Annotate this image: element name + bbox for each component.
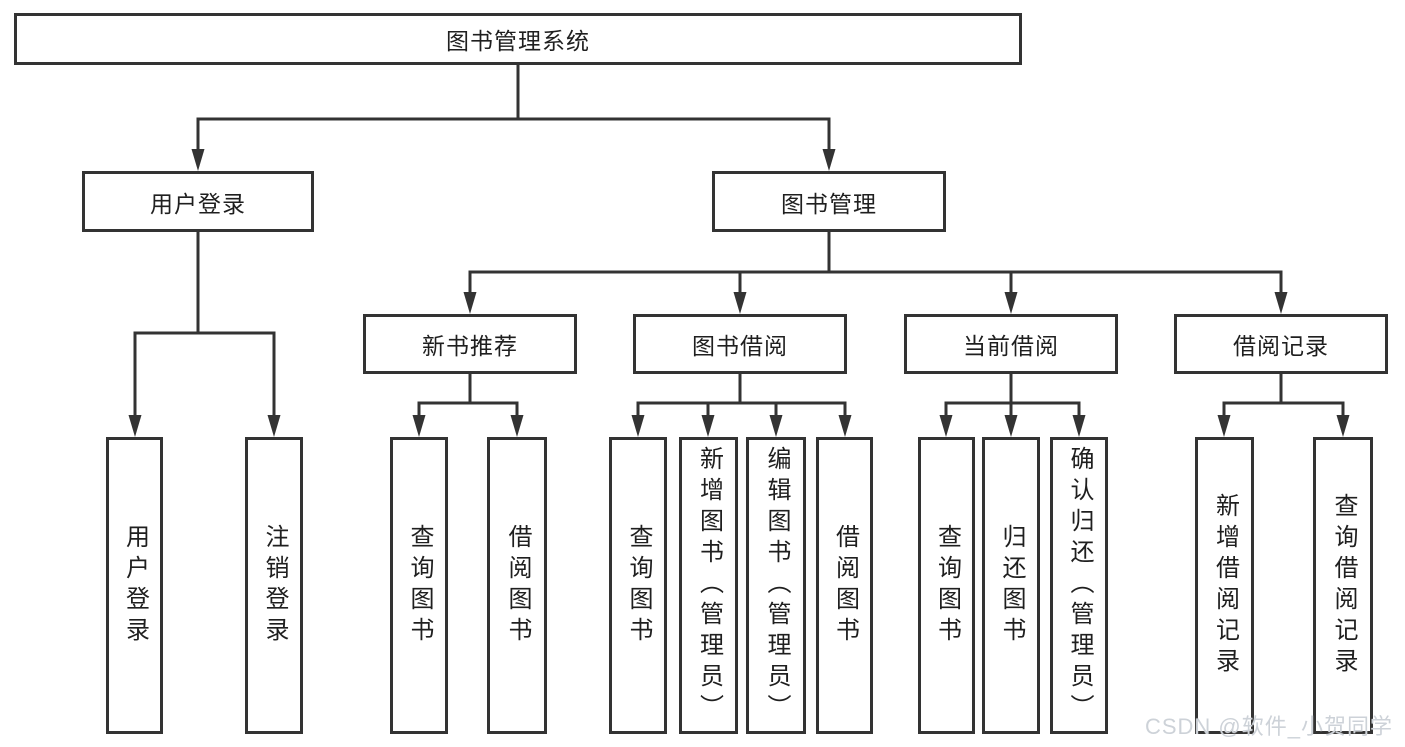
node-user-login: 用户登录	[82, 171, 314, 232]
node-book-management: 图书管理	[712, 171, 946, 232]
node-label: 借阅图书	[831, 523, 859, 648]
node-label: 注销登录	[261, 523, 288, 648]
node-label: 编辑图书（管理员）	[763, 446, 790, 725]
leaf-borrow-books-recommend: 借阅图书	[487, 437, 547, 734]
node-label: 用户登录	[150, 190, 246, 217]
node-label: 借阅图书	[504, 523, 531, 648]
node-label: 查询图书	[625, 523, 652, 648]
leaf-borrow-books: 借阅图书	[816, 437, 873, 734]
leaf-user-login: 用户登录	[106, 437, 163, 734]
leaf-logout: 注销登录	[245, 437, 303, 734]
node-label: 图书借阅	[692, 333, 788, 359]
leaf-add-books-admin: 新增图书（管理员）	[679, 437, 738, 734]
node-label: 图书管理	[781, 190, 877, 217]
leaf-return-books: 归还图书	[982, 437, 1040, 734]
node-label: 新增借阅记录	[1211, 492, 1239, 679]
leaf-add-borrow-record: 新增借阅记录	[1195, 437, 1254, 734]
node-label: 用户登录	[121, 523, 149, 648]
node-label: 当前借阅	[963, 333, 1059, 359]
node-new-book-recommendation: 新书推荐	[363, 314, 577, 374]
node-book-borrowing: 图书借阅	[633, 314, 847, 374]
node-label: 新书推荐	[422, 333, 518, 359]
node-label: 归还图书	[998, 523, 1025, 648]
leaf-query-borrow-record: 查询借阅记录	[1313, 437, 1373, 734]
node-label: 查询图书	[933, 523, 961, 648]
leaf-query-books-borrow: 查询图书	[609, 437, 667, 734]
leaf-query-books-current: 查询图书	[918, 437, 975, 734]
node-label: 新增图书（管理员）	[695, 446, 723, 725]
node-library-management-system: 图书管理系统	[14, 13, 1022, 65]
node-label: 借阅记录	[1233, 333, 1329, 359]
node-label: 图书管理系统	[446, 28, 590, 54]
node-label: 确认归还（管理员）	[1066, 446, 1093, 725]
node-label: 查询借阅记录	[1330, 492, 1357, 679]
node-label: 查询图书	[406, 523, 433, 648]
node-borrowing-records: 借阅记录	[1174, 314, 1388, 374]
leaf-edit-books-admin: 编辑图书（管理员）	[746, 437, 806, 734]
leaf-query-books-recommend: 查询图书	[390, 437, 448, 734]
leaf-confirm-return-admin: 确认归还（管理员）	[1050, 437, 1108, 734]
node-current-borrowing: 当前借阅	[904, 314, 1118, 374]
